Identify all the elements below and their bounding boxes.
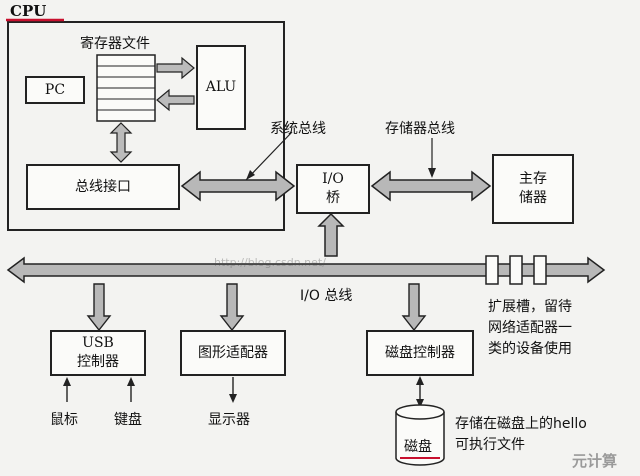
- bus-interface: 总线接口: [26, 164, 180, 210]
- memory-bus-arrow: [370, 170, 492, 202]
- expansion-slot-note: 扩展槽，留待 网络适配器一 类的设备使用: [488, 297, 572, 360]
- bus-to-graphics-arrow: [219, 283, 245, 332]
- disk-cylinder: [395, 404, 445, 466]
- alu-label: ALU: [205, 79, 237, 96]
- watermark: http://blog.csdn.net/: [214, 256, 326, 269]
- io-bridge-line1: I/O: [322, 171, 344, 188]
- pc-label: PC: [44, 81, 66, 98]
- system-bus-callout: [245, 131, 293, 181]
- hello-executable-note: 存储在磁盘上的hello 可执行文件: [455, 414, 587, 456]
- disk-controller-label: 磁盘控制器: [385, 344, 455, 361]
- usb-controller-line2: 控制器: [77, 354, 119, 370]
- io-bridge-line2: 桥: [326, 190, 340, 206]
- graphics-adapter-label: 图形适配器: [198, 344, 268, 361]
- register-file-grid: [96, 54, 156, 122]
- cpu-label: CPU: [10, 2, 47, 20]
- main-memory: 主存 储器: [492, 154, 574, 224]
- bus-to-usb-arrow: [86, 283, 112, 332]
- expansion-note-line2: 网络适配器一: [488, 320, 572, 336]
- pc-register: PC: [25, 76, 85, 104]
- display-label: 显示器: [208, 412, 250, 428]
- io-bus-label: I/O 总线: [300, 288, 353, 304]
- regfile-bus-interface-arrow: [109, 122, 133, 163]
- hello-note-line1: 存储在磁盘上的hello: [455, 416, 587, 432]
- disk-label: 磁盘: [404, 439, 432, 455]
- usb-controller-line1: USB: [82, 335, 114, 352]
- expansion-note-line1: 扩展槽，留待: [488, 299, 572, 315]
- expansion-slots: [485, 255, 547, 285]
- io-bridge-to-bus-arrow: [317, 212, 345, 257]
- keyboard-label: 键盘: [114, 412, 142, 428]
- graphics-adapter: 图形适配器: [180, 330, 286, 376]
- memory-bus-label: 存储器总线: [385, 121, 455, 137]
- alu: ALU: [196, 45, 246, 130]
- hello-note-line2: 可执行文件: [455, 437, 525, 453]
- alu-to-regfile-arrow: [156, 88, 195, 112]
- io-bus-bar: [6, 256, 606, 284]
- mouse-label: 鼠标: [50, 412, 78, 428]
- system-bus-label: 系统总线: [270, 121, 326, 137]
- corner-logo: 元计算: [572, 452, 618, 470]
- main-memory-line1: 主存: [519, 171, 547, 188]
- bus-to-disk-controller-arrow: [401, 283, 427, 332]
- io-bridge: I/O 桥: [296, 164, 370, 214]
- main-memory-line2: 储器: [519, 190, 547, 206]
- bus-interface-label: 总线接口: [75, 178, 131, 195]
- disk-controller: 磁盘控制器: [366, 330, 474, 376]
- register-file-label: 寄存器文件: [80, 36, 150, 52]
- expansion-note-line3: 类的设备使用: [488, 341, 572, 357]
- regfile-to-alu-arrow: [156, 56, 195, 80]
- usb-controller: USB 控制器: [50, 330, 146, 376]
- cpu-boundary: [7, 21, 285, 231]
- system-bus-arrow: [180, 170, 296, 202]
